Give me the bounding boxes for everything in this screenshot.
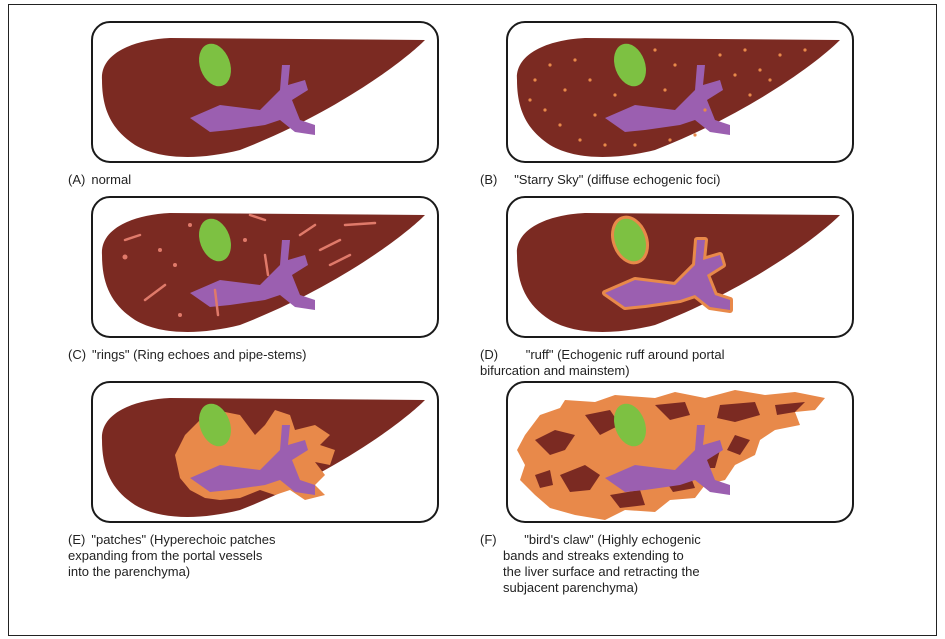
caption-e-line3: into the parenchyma): [68, 564, 190, 579]
caption-a: (A)normal: [68, 172, 131, 187]
caption-e-line2: expanding from the portal vessels: [68, 548, 262, 563]
caption-b: (B) "Starry Sky" (diffuse echogenic foci…: [480, 172, 720, 187]
liver-diagram-e: [90, 380, 450, 530]
caption-f: (F) "bird's claw" (Highly echogenic: [480, 532, 701, 547]
caption-f-line2: bands and streaks extending to: [503, 548, 684, 563]
liver-diagram-a: [90, 20, 450, 170]
caption-d-line2: bifurcation and mainstem): [480, 363, 630, 378]
caption-c: (C)"rings" (Ring echoes and pipe-stems): [68, 347, 306, 362]
liver-diagram-c: [90, 195, 450, 345]
caption-f-line3: the liver surface and retracting the: [503, 564, 700, 579]
liver-diagram-f: [505, 380, 865, 530]
caption-e: (E)"patches" (Hyperechoic patches: [68, 532, 275, 547]
liver-diagram-d: [505, 195, 865, 345]
caption-f-line4: subjacent parenchyma): [503, 580, 638, 595]
liver-diagram-b: [505, 20, 865, 170]
caption-d: (D) "ruff" (Echogenic ruff around portal: [480, 347, 725, 362]
